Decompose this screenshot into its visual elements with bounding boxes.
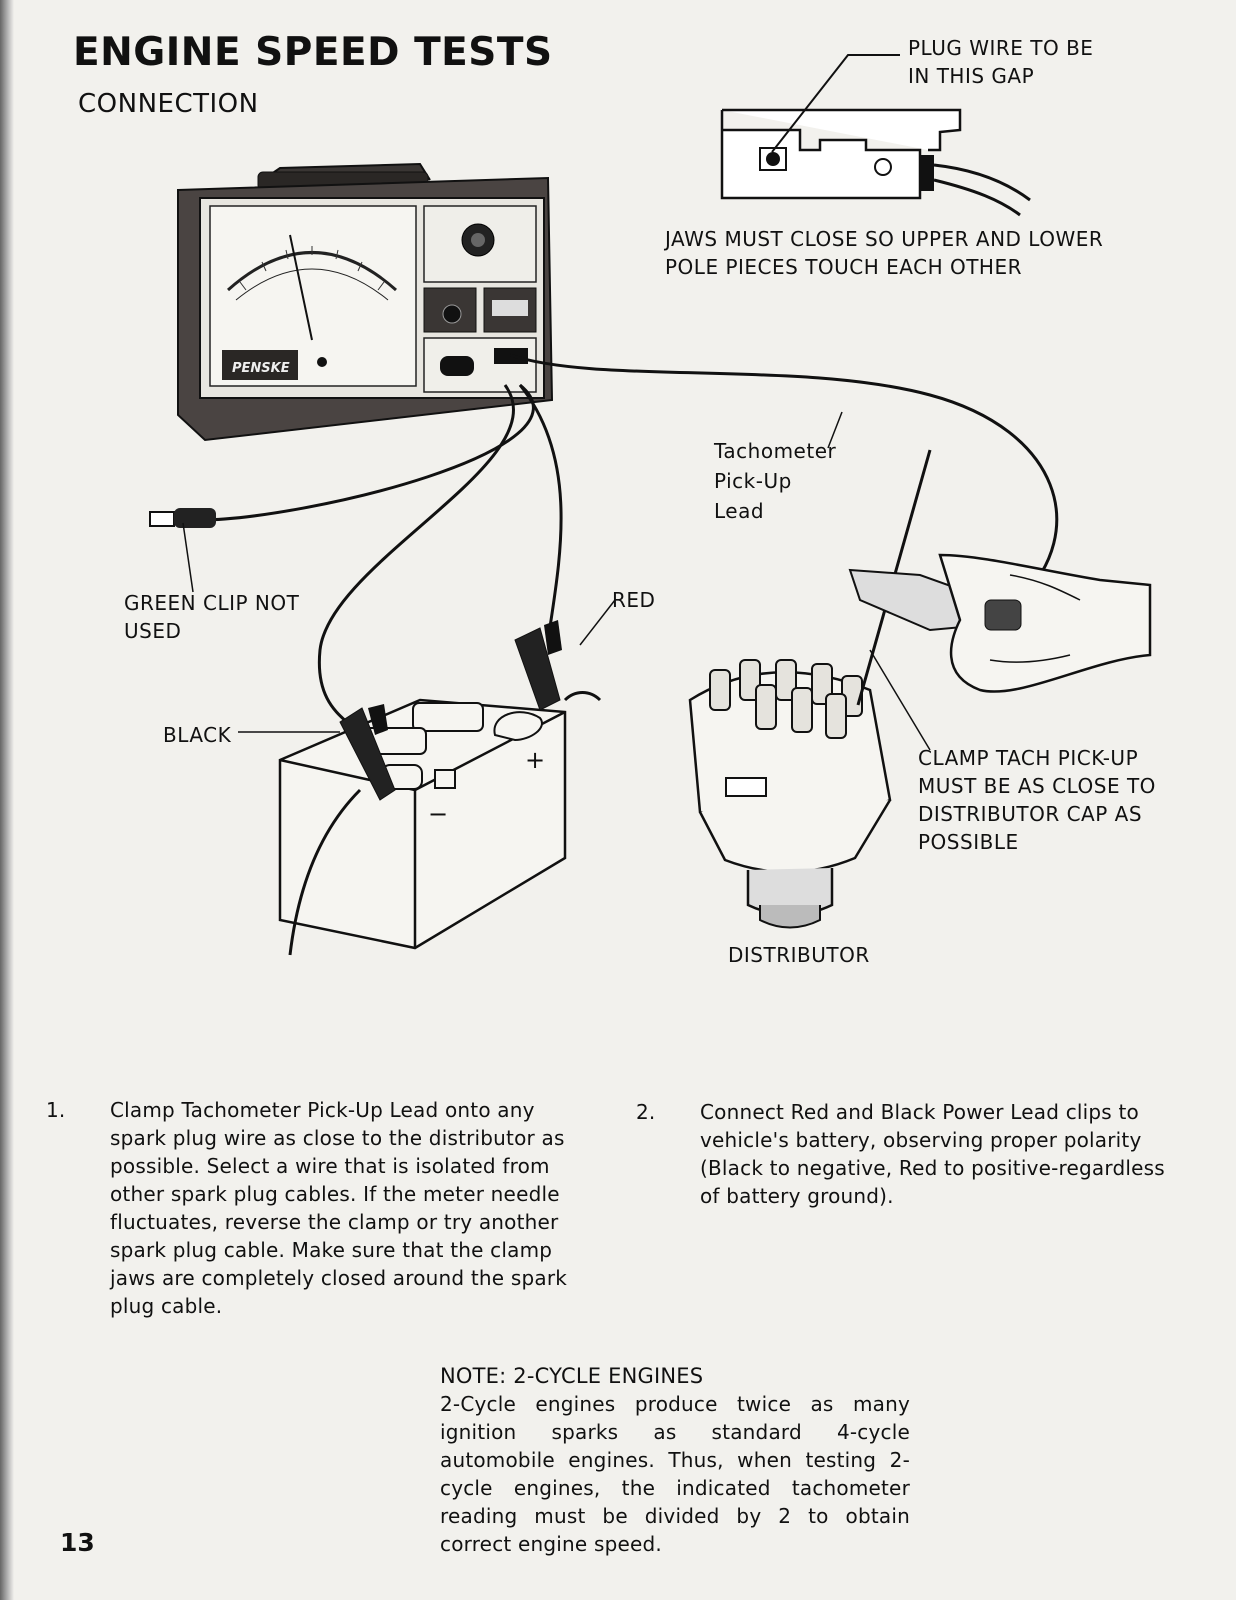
label-clamp-3: DISTRIBUTOR CAP AS [918,802,1142,826]
step-2-text: Connect Red and Black Power Lead clips t… [700,1100,1165,1208]
step-2: 2. Connect Red and Black Power Lead clips… [636,1098,1170,1210]
label-red: RED [612,588,655,612]
page-spine-shadow [0,0,14,1600]
label-clamp-2: MUST BE AS CLOSE TO [918,774,1156,798]
label-distributor: DISTRIBUTOR [728,943,870,967]
pickup-clamp-detail [720,54,1031,217]
label-plug-wire-gap-2: IN THIS GAP [908,64,1034,88]
label-plug-wire-gap-1: PLUG WIRE TO BE [908,36,1093,60]
hand-with-tach-clamp [848,553,1152,693]
distributor [688,449,932,929]
connection-illustration: PENSKE [124,36,1156,967]
label-black: BLACK [163,723,232,747]
red-clip [514,620,562,711]
test-leads [199,353,1059,727]
label-tach-lead-1: Tachometer [713,439,837,463]
label-tach-lead-3: Lead [714,499,764,523]
label-green-clip-2: USED [124,619,181,643]
label-tach-lead-2: Pick-Up [714,469,792,493]
label-clamp-4: POSSIBLE [918,830,1019,854]
step-1-number: 1. [46,1098,66,1122]
step-2-number: 2. [636,1100,656,1124]
label-clamp-1: CLAMP TACH PICK-UP [918,746,1138,770]
label-jaws-1: JAWS MUST CLOSE SO UPPER AND LOWER [663,227,1103,251]
battery-positive-mark: + [525,746,545,774]
black-clip [339,704,396,801]
green-lead-wire [199,383,535,522]
note-block: NOTE: 2-CYCLE ENGINES 2-Cycle engines pr… [440,1362,910,1558]
tach-lead-wire [509,353,1059,602]
black-lead-wire [317,384,515,727]
battery: + − [278,691,602,956]
red-lead-wire [518,384,563,641]
note-text: 2-Cycle engines produce twice as many ig… [440,1392,910,1556]
label-green-clip-1: GREEN CLIP NOT [124,591,300,615]
page-number: 13 [60,1528,95,1557]
step-1-text: Clamp Tachometer Pick-Up Lead onto any s… [110,1098,568,1318]
page-subtitle: CONNECTION [78,89,259,119]
engine-tester-unit: PENSKE [177,162,554,442]
label-jaws-2: POLE PIECES TOUCH EACH OTHER [665,255,1022,279]
green-clip [149,508,216,528]
step-1: 1. Clamp Tachometer Pick-Up Lead onto any… [46,1096,582,1320]
penske-logo-text: PENSKE [232,361,290,376]
page-title: ENGINE SPEED TESTS [73,30,553,75]
battery-negative-mark: − [428,800,448,828]
note-heading: NOTE: 2-CYCLE ENGINES [440,1364,704,1388]
